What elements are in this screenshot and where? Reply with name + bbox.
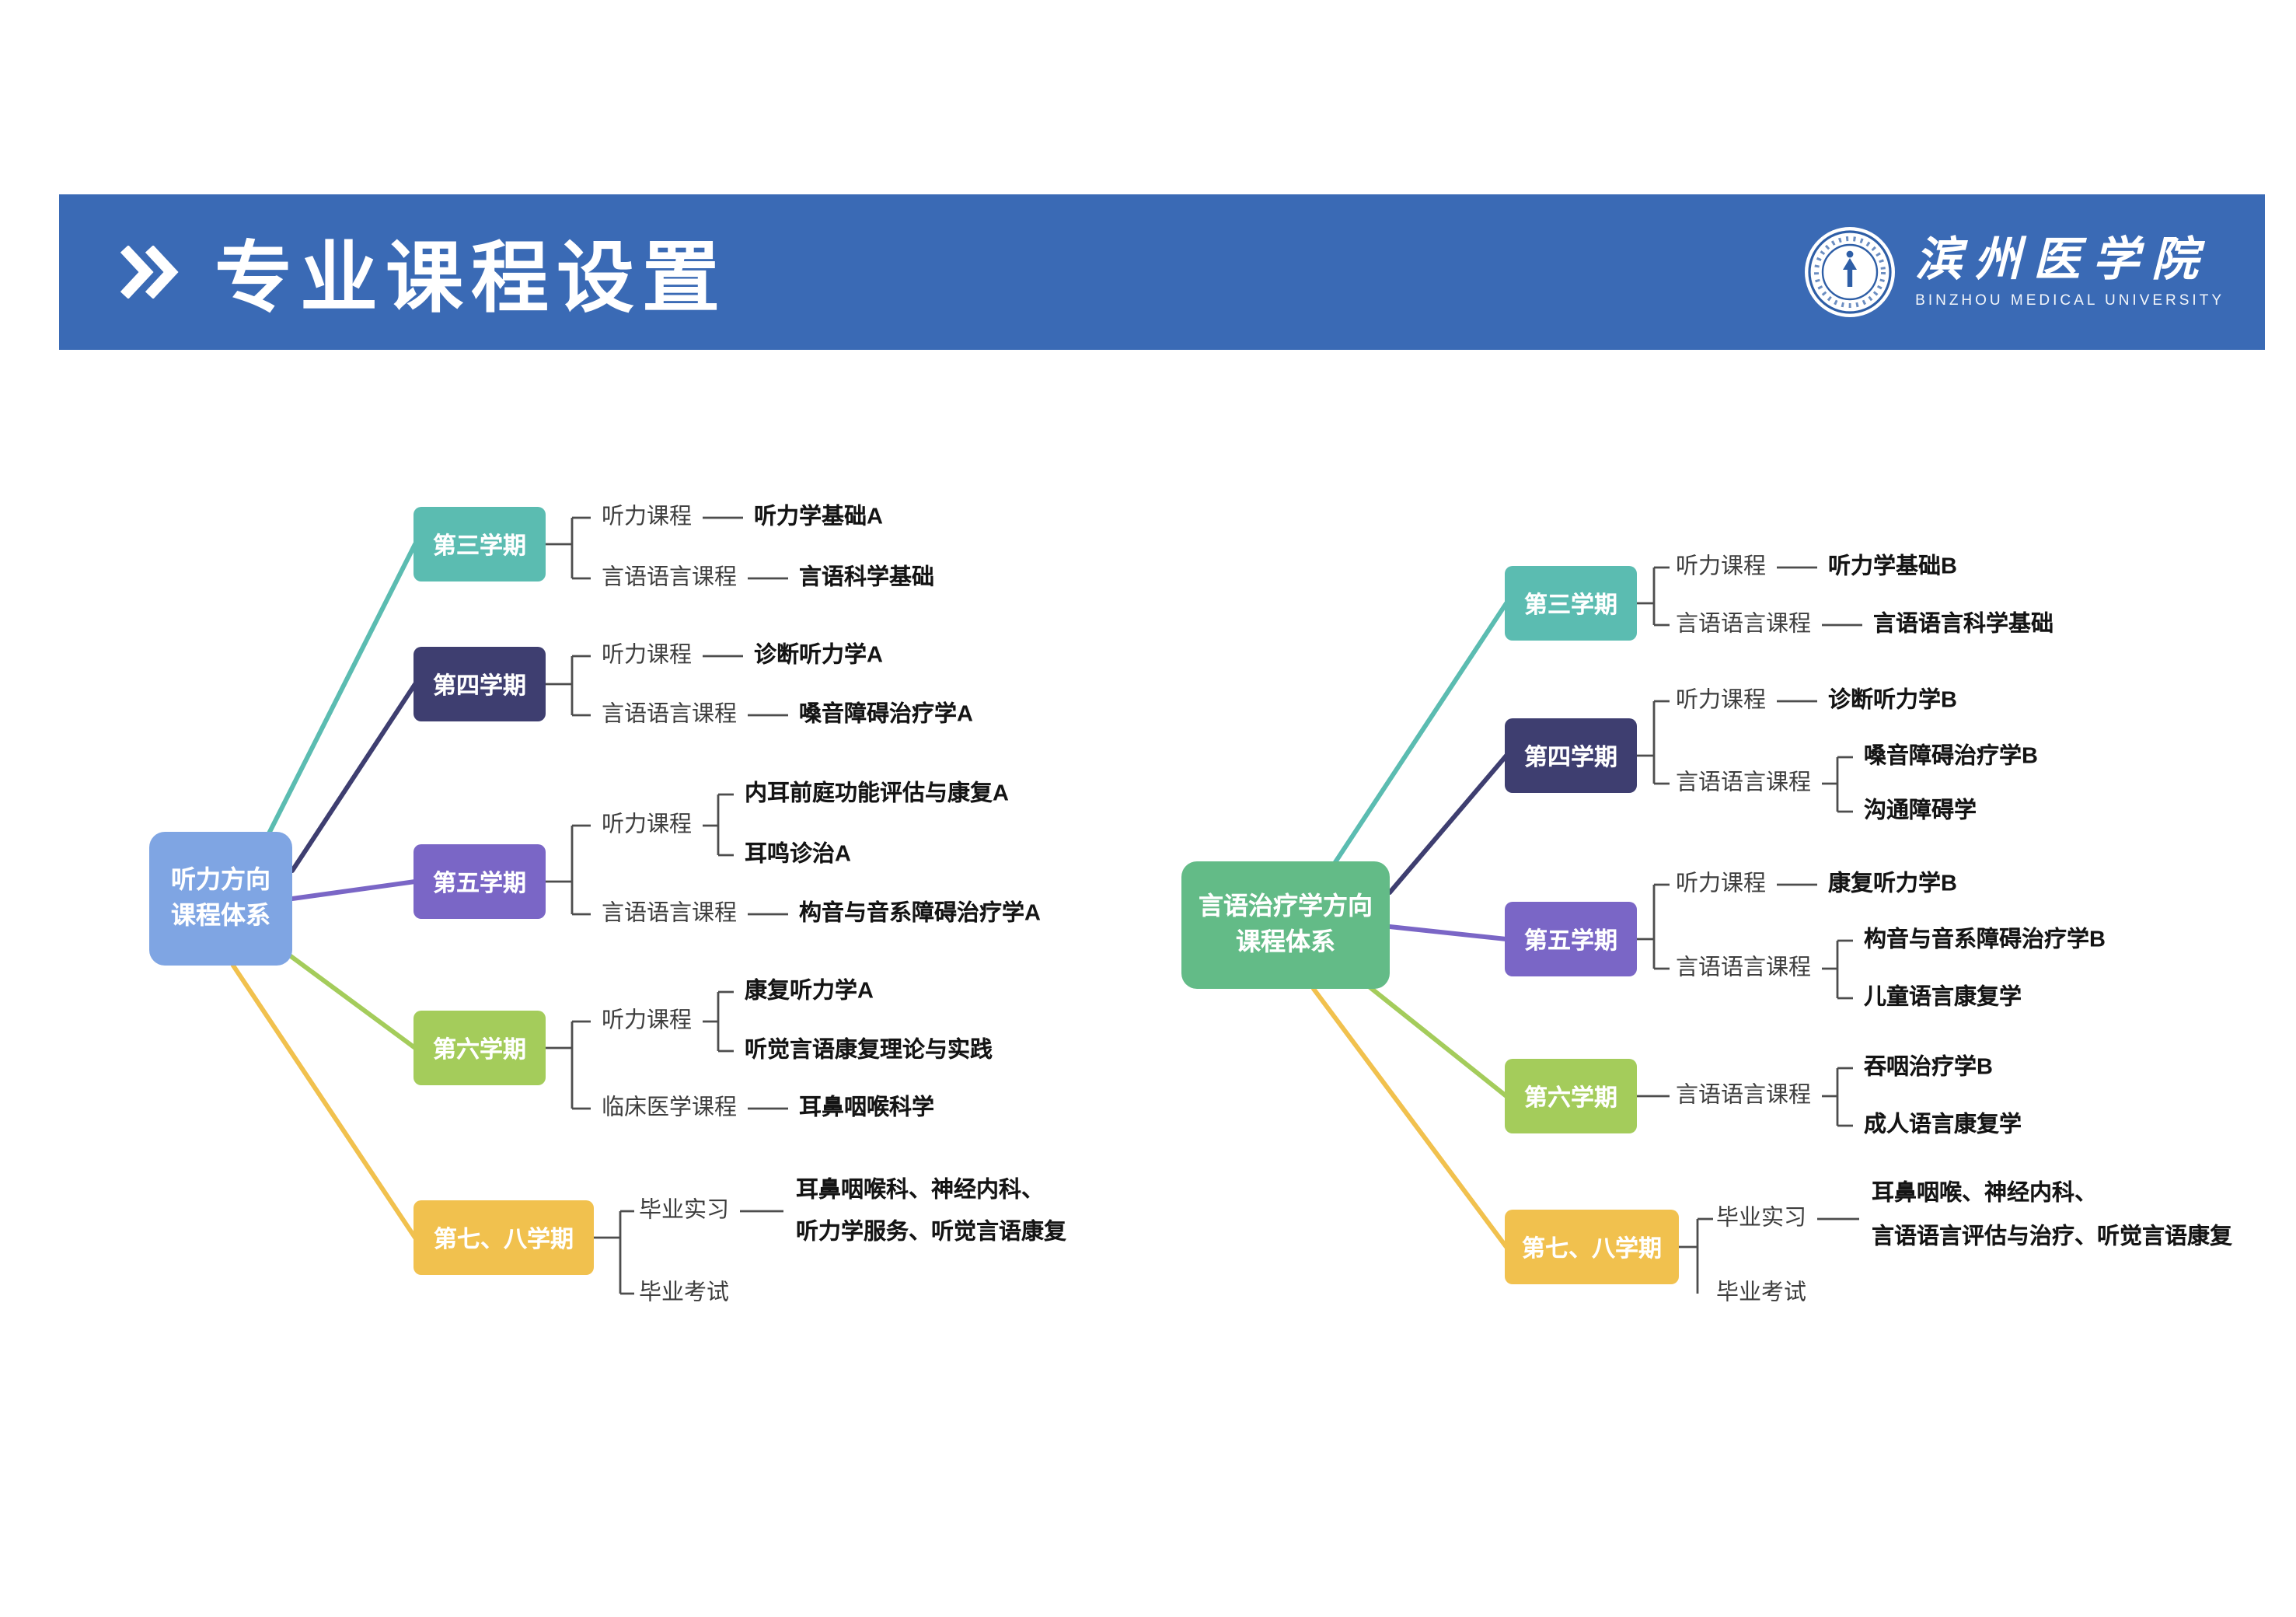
course-name: 嗓音障碍治疗学A <box>799 702 973 728</box>
branch-line-left-s3 <box>265 542 417 839</box>
course-category-label: 毕业实习 <box>639 1198 729 1224</box>
course-category-label: 言语语言课程 <box>1676 1083 1811 1109</box>
course-category-label: 听力课程 <box>1676 554 1766 580</box>
tree-lines-left-s78 <box>594 1210 783 1295</box>
course-category-label: 听力课程 <box>602 812 692 838</box>
university-name-cn: 滨州医学院 <box>1915 233 2211 288</box>
course-name: 诊断听力学B <box>1828 688 1957 714</box>
root-node-audiology: 听力方向 课程体系 <box>149 832 292 966</box>
course-category-label: 听力课程 <box>602 505 692 530</box>
semester-label: 第六学期 <box>432 1036 526 1063</box>
university-name: 滨州医学院 BINZHOU MEDICAL UNIVERSITY <box>1915 233 2224 309</box>
tree-lines-left-s5 <box>546 793 788 916</box>
course-name: 听力学基础B <box>1828 554 1957 580</box>
course-name: 康复听力学B <box>1828 871 1957 897</box>
root-label-line2: 课程体系 <box>170 903 270 930</box>
course-name: 言语语言评估与治疗、听觉言语康复 <box>1872 1224 2232 1250</box>
course-name: 诊断听力学A <box>754 643 883 669</box>
course-name: 成人语言康复学 <box>1864 1112 2022 1138</box>
branch-line-left-s5 <box>290 879 417 901</box>
course-name: 构音与音系障碍治疗学A <box>799 901 1041 927</box>
course-name: 言语语言科学基础 <box>1873 612 2053 637</box>
course-category-label: 听力课程 <box>602 643 692 669</box>
course-category-label: 听力课程 <box>1676 871 1766 897</box>
course-name: 耳鼻咽喉科、神经内科、 <box>796 1178 1044 1203</box>
branch-line-right-s6 <box>1366 983 1509 1098</box>
course-name: 耳鼻咽喉科学 <box>799 1095 934 1121</box>
course-name: 儿童语言康复学 <box>1864 985 2022 1011</box>
course-category-label: 毕业考试 <box>1716 1280 1806 1306</box>
course-category-label: 毕业考试 <box>639 1280 729 1306</box>
semester-label: 第五学期 <box>432 870 526 896</box>
semester-label: 第五学期 <box>1523 927 1617 954</box>
tree-lines-left-s6 <box>546 990 788 1110</box>
course-category-label: 言语语言课程 <box>602 702 737 728</box>
course-name: 耳鼻咽喉、神经内科、 <box>1872 1181 2097 1207</box>
course-category-label: 听力课程 <box>602 1008 692 1034</box>
course-category-label: 临床医学课程 <box>602 1095 737 1121</box>
semester-box-right-s4: 第四学期 <box>1505 718 1637 793</box>
course-category-label: 言语语言课程 <box>602 901 737 927</box>
branch-line-right-s5 <box>1387 924 1509 941</box>
course-name: 吞咽治疗学B <box>1864 1055 1993 1081</box>
tree-lines-right-s6 <box>1637 1067 1853 1127</box>
branch-line-left-s78 <box>231 963 417 1240</box>
semester-box-right-s6: 第六学期 <box>1505 1059 1637 1133</box>
tree-lines-right-s3 <box>1637 566 1862 627</box>
course-name: 内耳前庭功能评估与康复A <box>745 781 1009 807</box>
semester-box-left-s78: 第七、八学期 <box>413 1200 594 1275</box>
course-name: 康复听力学A <box>745 979 874 1004</box>
semester-box-left-s3: 第三学期 <box>413 507 546 581</box>
course-category-label: 毕业实习 <box>1716 1206 1806 1231</box>
header-banner: 专业课程设置 滨州医学院 BINZHOU MEDICAL UNIVERSITY <box>59 194 2265 350</box>
semester-label: 第三学期 <box>1523 592 1617 618</box>
semester-label: 第六学期 <box>1523 1084 1617 1111</box>
root-label-line2: 课程体系 <box>1235 930 1335 956</box>
course-name: 耳鸣诊治A <box>745 842 851 868</box>
course-category-label: 听力课程 <box>1676 688 1766 714</box>
university-logo-group: 滨州医学院 BINZHOU MEDICAL UNIVERSITY <box>1803 225 2224 319</box>
semester-label: 第三学期 <box>432 533 526 559</box>
semester-box-right-s3: 第三学期 <box>1505 566 1637 641</box>
semester-box-left-s4: 第四学期 <box>413 647 546 721</box>
course-name: 听力学服务、听觉言语康复 <box>796 1220 1066 1245</box>
root-label-line1: 听力方向 <box>170 868 270 894</box>
course-name: 听觉言语康复理论与实践 <box>745 1038 993 1063</box>
tree-lines-left-s4 <box>546 655 788 717</box>
semester-label: 第四学期 <box>432 672 526 699</box>
course-name: 言语科学基础 <box>799 565 934 591</box>
course-category-label: 言语语言课程 <box>1676 612 1811 637</box>
semester-box-left-s5: 第五学期 <box>413 844 546 919</box>
course-name: 构音与音系障碍治疗学B <box>1864 927 2106 953</box>
semester-label: 第四学期 <box>1523 744 1617 770</box>
tree-lines-right-s4 <box>1637 700 1853 813</box>
branch-line-right-s4 <box>1387 753 1509 895</box>
branch-line-right-s3 <box>1331 601 1509 867</box>
root-node-speech-therapy: 言语治疗学方向 课程体系 <box>1181 861 1390 989</box>
semester-box-right-s5: 第五学期 <box>1505 902 1637 976</box>
tree-lines-left-s3 <box>546 516 788 580</box>
tree-lines-right-s5 <box>1637 883 1853 1000</box>
branch-line-left-s6 <box>282 949 417 1050</box>
university-name-en: BINZHOU MEDICAL UNIVERSITY <box>1915 292 2224 309</box>
course-name: 沟通障碍学 <box>1864 798 1977 824</box>
branch-line-left-s4 <box>290 682 417 873</box>
semester-label: 第七、八学期 <box>1521 1235 1662 1262</box>
root-label-line1: 言语治疗学方向 <box>1198 894 1373 920</box>
semester-label: 第七、八学期 <box>433 1226 574 1252</box>
course-category-label: 言语语言课程 <box>602 565 737 591</box>
double-chevron-icon <box>118 246 180 299</box>
semester-box-left-s6: 第六学期 <box>413 1011 546 1085</box>
page-title: 专业课程设置 <box>215 235 728 322</box>
course-category-label: 言语语言课程 <box>1676 770 1811 796</box>
branch-line-right-s78 <box>1311 987 1509 1249</box>
tree-lines-right-s78 <box>1679 1217 1859 1294</box>
course-category-label: 言语语言课程 <box>1676 955 1811 981</box>
course-name: 听力学基础A <box>754 505 883 530</box>
semester-box-right-s78: 第七、八学期 <box>1505 1210 1679 1284</box>
course-name: 嗓音障碍治疗学B <box>1864 744 2038 770</box>
university-seal-icon <box>1805 227 1896 317</box>
